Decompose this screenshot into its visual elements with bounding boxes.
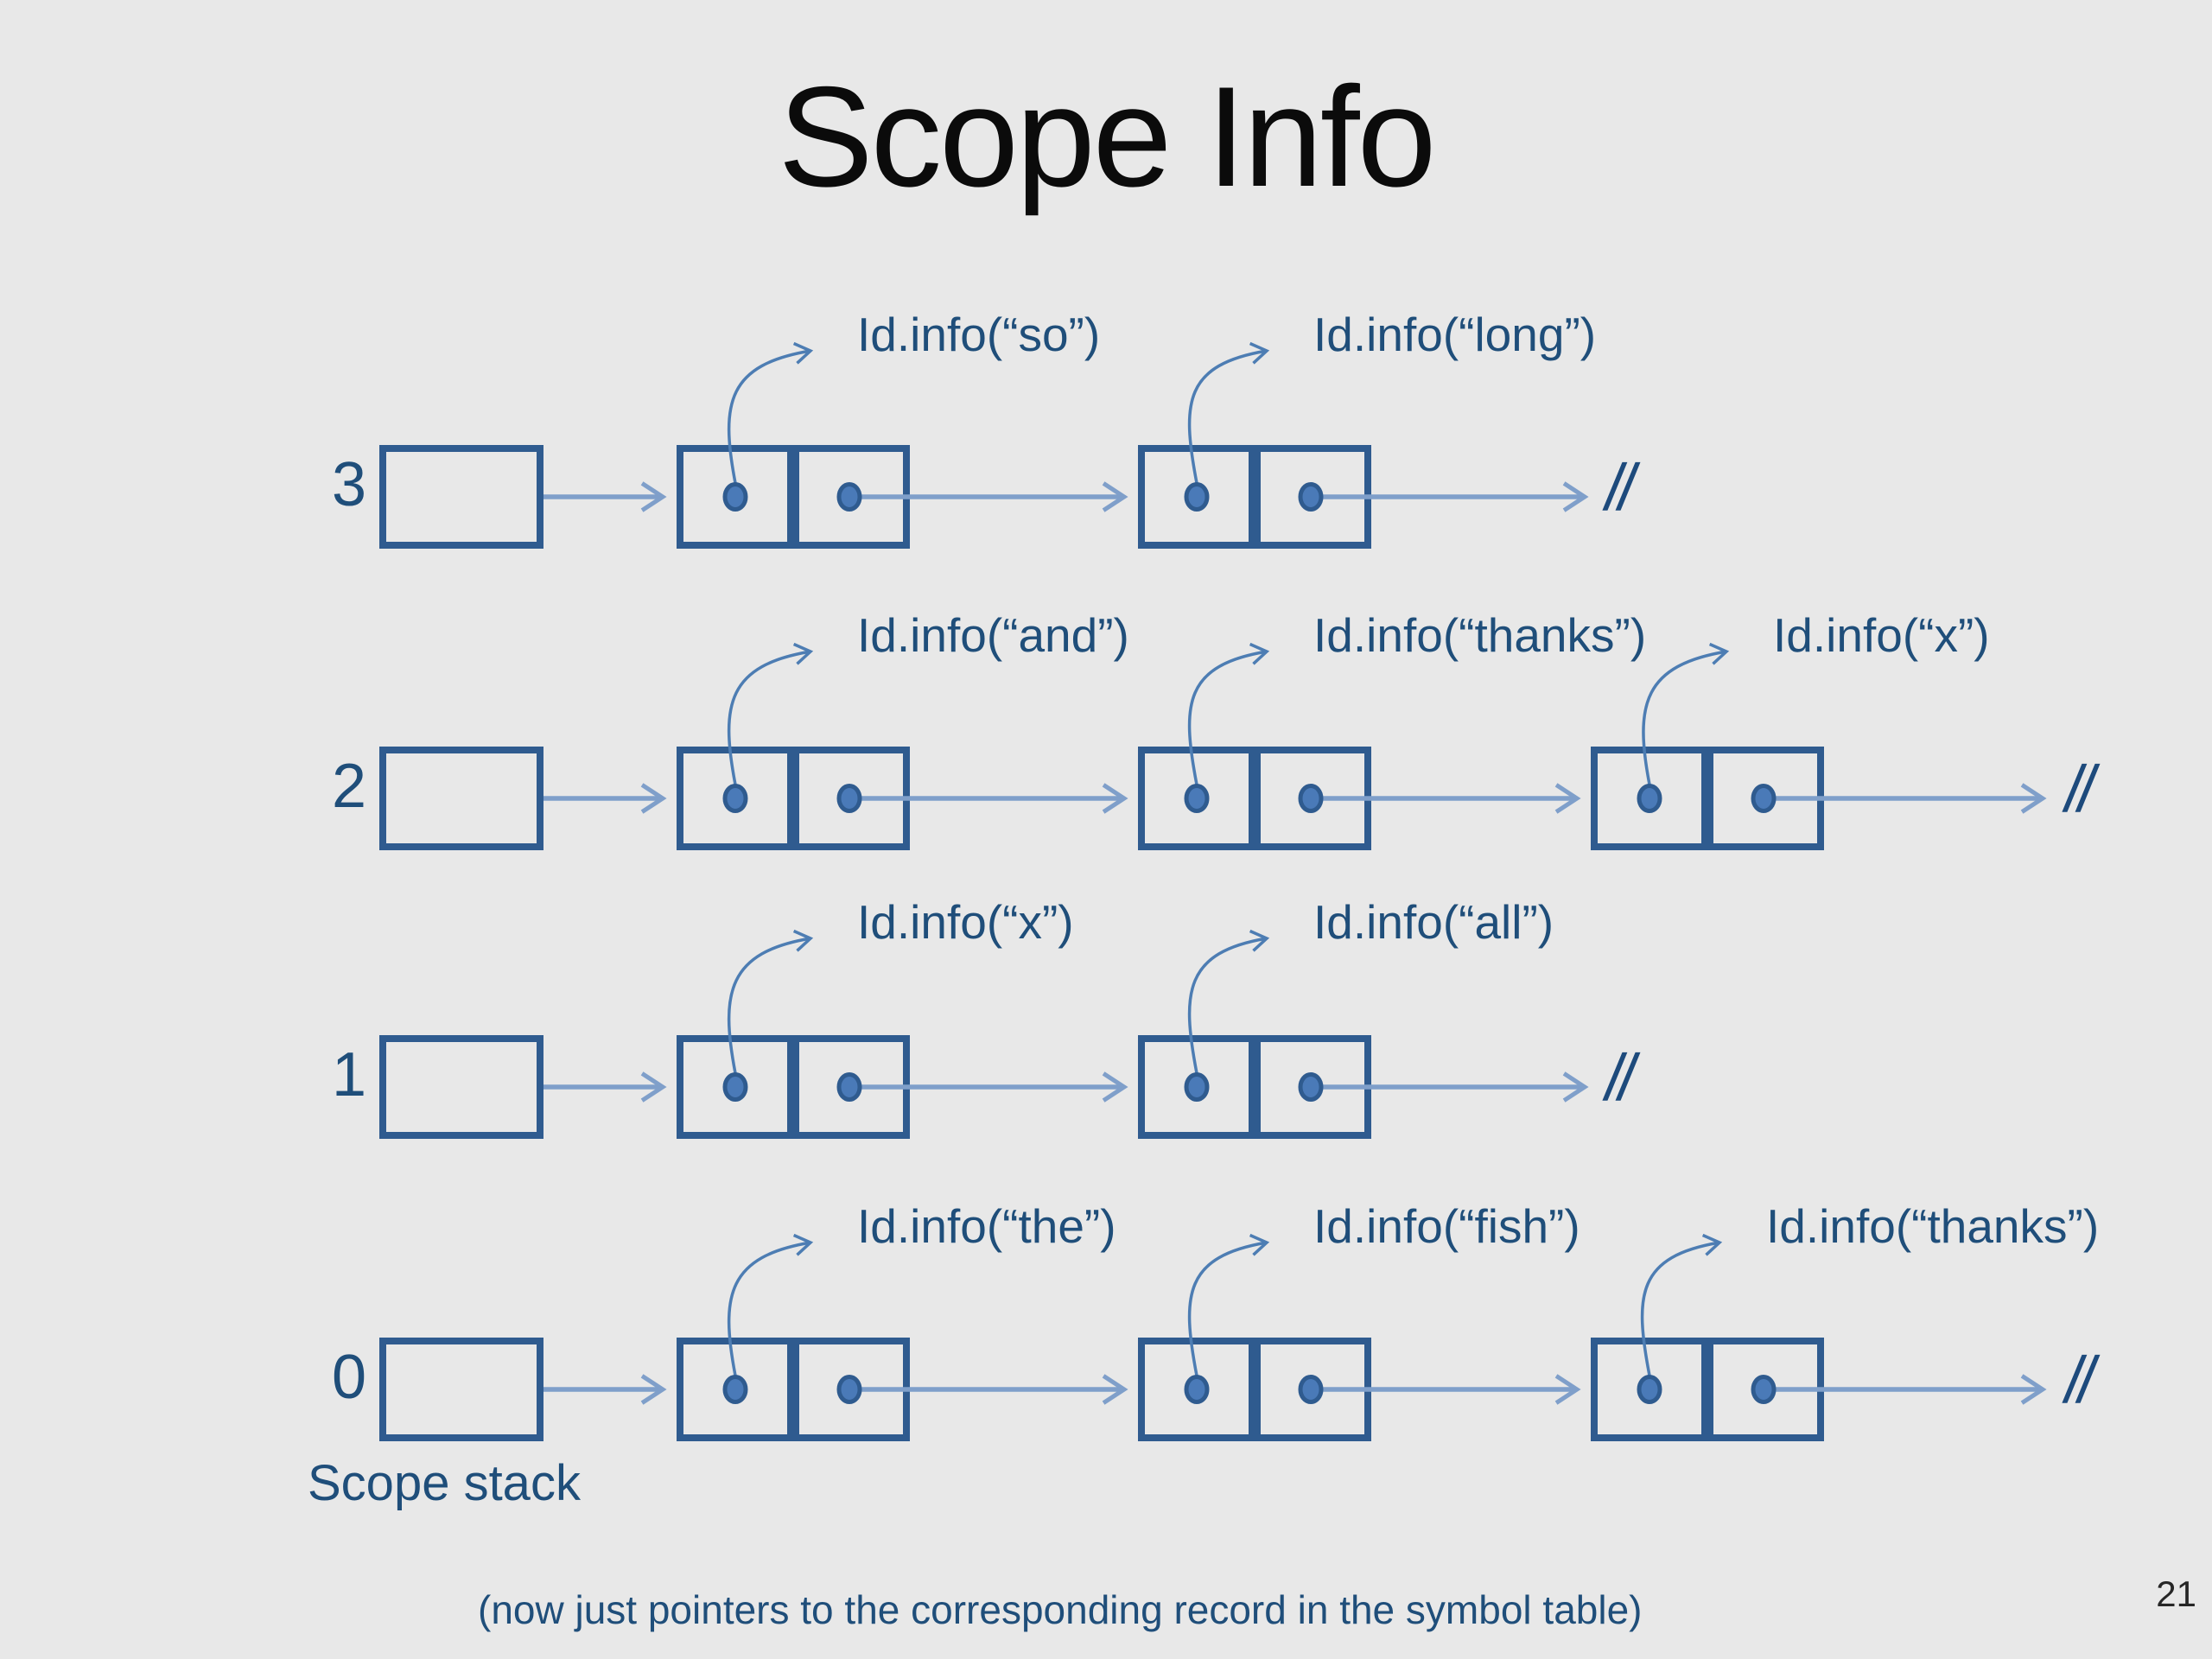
- node-info-cell: [677, 747, 794, 850]
- pointer-dot: [1298, 1375, 1324, 1404]
- label-pointer-curve: [727, 642, 814, 785]
- id-info-label: Id.info(“so”): [857, 308, 1101, 361]
- label-pointer-curve: [727, 929, 814, 1074]
- scope-stack-box: [379, 747, 543, 850]
- id-info-label: Id.info(“the”): [857, 1199, 1116, 1253]
- id-info-label: Id.info(“x”): [1773, 608, 1990, 662]
- node-info-cell: [1138, 747, 1255, 850]
- scope-stack-box: [379, 1035, 543, 1139]
- pointer-dot: [1184, 784, 1210, 813]
- pointer-dot: [836, 482, 862, 512]
- node-info-cell: [1138, 1035, 1255, 1139]
- node-info-cell: [1138, 445, 1255, 549]
- pointer-dot: [722, 784, 748, 813]
- pointer-dot: [1751, 1375, 1777, 1404]
- scope-level-0: 0: [331, 1343, 367, 1412]
- label-pointer-curve: [1642, 642, 1730, 785]
- node-info-cell: [677, 445, 794, 549]
- scope-level-2: 2: [331, 752, 367, 821]
- pointer-dot: [1298, 482, 1324, 512]
- label-pointer-curve: [1187, 929, 1270, 1074]
- pointer-dot: [836, 1072, 862, 1102]
- label-pointer-curve: [1640, 1233, 1723, 1376]
- scope-level-1: 1: [331, 1040, 367, 1109]
- pointer-dot: [1184, 482, 1210, 512]
- id-info-label: Id.info(“x”): [857, 895, 1074, 949]
- page-number: 21: [2156, 1573, 2196, 1614]
- id-info-label: Id.info(“thanks”): [1313, 608, 1647, 662]
- scope-level-3: 3: [331, 450, 367, 519]
- label-pointer-curve: [727, 1233, 814, 1376]
- page-title: Scope Info: [778, 57, 1437, 216]
- id-info-label: Id.info(“all”): [1313, 895, 1554, 949]
- pointer-dot: [1298, 784, 1324, 813]
- id-info-label: Id.info(“long”): [1313, 308, 1597, 361]
- pointer-dot: [722, 1072, 748, 1102]
- pointer-dot: [1298, 1072, 1324, 1102]
- node-info-cell: [677, 1035, 794, 1139]
- label-pointer-curve: [727, 341, 814, 484]
- pointer-dot: [1637, 784, 1662, 813]
- pointer-dot: [1184, 1375, 1210, 1404]
- pointer-dot: [836, 784, 862, 813]
- node-info-cell: [677, 1338, 794, 1441]
- pointer-dot: [1637, 1375, 1662, 1404]
- label-pointer-curve: [1187, 642, 1270, 785]
- pointer-dot: [722, 1375, 748, 1404]
- scope-stack-box: [379, 445, 543, 549]
- pointer-dot: [1184, 1072, 1210, 1102]
- scope-stack-label: Scope stack: [308, 1455, 581, 1511]
- label-pointer-curve: [1187, 1233, 1270, 1376]
- pointer-dot: [1751, 784, 1777, 813]
- id-info-label: Id.info(“thanks”): [1766, 1199, 2100, 1253]
- node-info-cell: [1591, 747, 1708, 850]
- pointer-dot: [836, 1375, 862, 1404]
- id-info-label: Id.info(“fish”): [1313, 1199, 1580, 1253]
- footnote-caption: (now just pointers to the corresponding …: [478, 1587, 1643, 1632]
- pointer-dot: [722, 482, 748, 512]
- scope-stack-box: [379, 1338, 543, 1441]
- node-info-cell: [1138, 1338, 1255, 1441]
- node-info-cell: [1591, 1338, 1708, 1441]
- id-info-label: Id.info(“and”): [857, 608, 1129, 662]
- label-pointer-curve: [1187, 341, 1270, 484]
